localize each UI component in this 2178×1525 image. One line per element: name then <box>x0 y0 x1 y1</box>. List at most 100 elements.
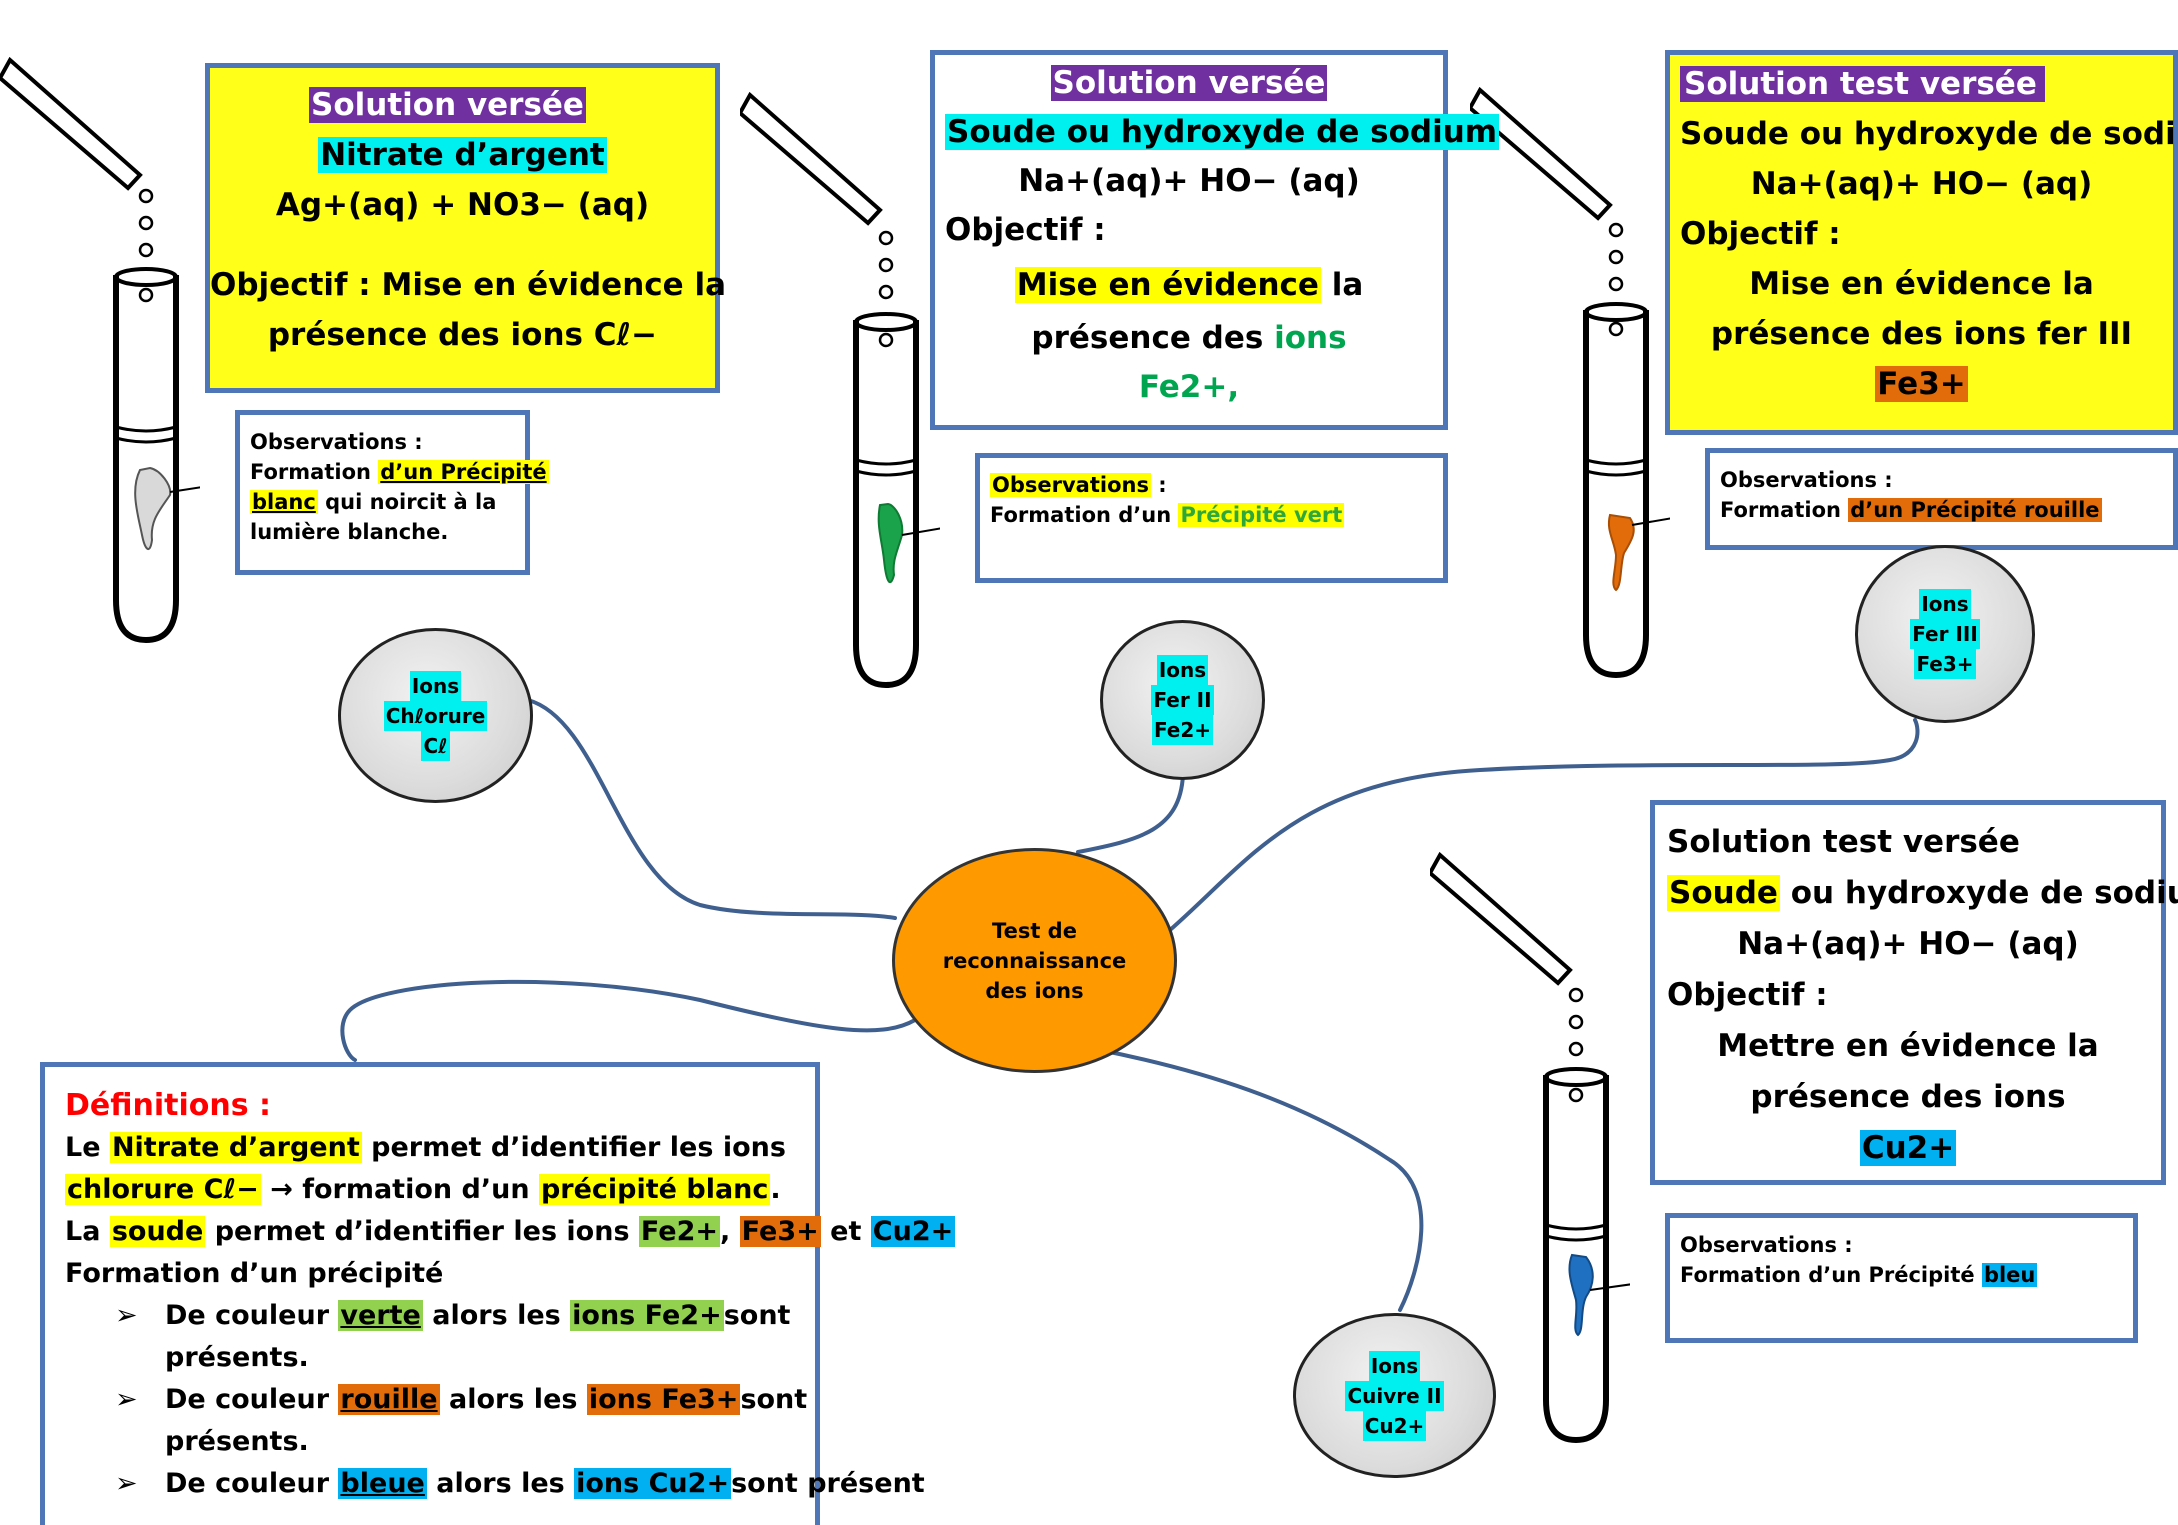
def-l3-fe2: Fe2+ <box>638 1216 720 1247</box>
box-soude-fer3: Solution test versée Soude ou hydroxyde … <box>1665 50 2178 435</box>
node-ions-cuivre: Ions Cuivre II Cu2+ <box>1293 1313 1496 1478</box>
def-l1-hl: Nitrate d’argent <box>109 1132 362 1163</box>
def-l3-pre: La <box>65 1216 101 1247</box>
observation-fer2: Observations : Formation d’un Précipité … <box>975 453 1448 583</box>
node-cuivre-line2: Cuivre II <box>1345 1380 1444 1411</box>
box4-objective-label: Objectif : <box>1667 977 1828 1013</box>
def-l2-hl2: précipité blanc <box>538 1174 771 1205</box>
obs2-label: Observations <box>990 473 1151 497</box>
box3-ion: Fe3+ <box>1875 366 1968 402</box>
node-cuivre-line1: Ions <box>1368 1350 1421 1381</box>
def-l2-mid: d’un <box>461 1174 530 1205</box>
test-tube-cuivre <box>1430 851 1630 1444</box>
obs4-line1-pre: Formation d’un Précipité <box>1680 1263 1975 1287</box>
box2-reagent: Soude ou hydroxyde de sodium <box>945 114 1500 150</box>
box4-reagent-post: ou hydroxyde de sodium <box>1790 875 2178 911</box>
center-line1: Test de <box>992 918 1077 943</box>
box-nitrate-argent: Solution versée Nitrate d’argent Ag+(aq)… <box>205 63 726 393</box>
def-l3-fe3: Fe3+ <box>739 1216 821 1247</box>
def-l3-mid: permet <box>214 1216 326 1247</box>
def-b3-ions: ions Cu2+ <box>574 1468 732 1499</box>
test-tube-chlorure <box>0 56 200 644</box>
def-b2-mid: alors les <box>449 1384 578 1415</box>
def-b2-hl: rouille <box>338 1384 440 1415</box>
observation-chlorure: Observations : Formation d’un Précipité … <box>235 410 549 575</box>
bullet-arrow-icon: ➢ <box>115 1468 138 1499</box>
box2-formula: Na+(aq)+ HO− (aq) <box>1018 163 1360 199</box>
box3-formula: Na+(aq)+ HO− (aq) <box>1750 166 2093 202</box>
obs1-line2-hl: blanc <box>250 490 318 514</box>
box3-objective-label: Objectif : <box>1680 216 1841 252</box>
obs4-line1-hl: bleu <box>1981 1263 2038 1287</box>
def-b2-cont: présents. <box>165 1426 309 1457</box>
obs1-line1-pre: Formation <box>250 460 371 484</box>
def-l3-hl: soude <box>109 1216 206 1247</box>
def-l4-post: d’un précipité <box>229 1258 444 1289</box>
box2-line-pre: présence des <box>1031 320 1264 356</box>
definitions-title: Définitions : <box>65 1088 272 1123</box>
def-bullet-verte: ➢ De couleur verte alors les ions Fe2+so… <box>115 1295 795 1337</box>
def-b1-pre: De couleur <box>165 1300 330 1331</box>
node-ions-fer3: Ions Fer III Fe3+ <box>1855 545 2035 723</box>
bullet-arrow-icon: ➢ <box>115 1300 138 1331</box>
box2-objective-hl: Mise en évidence <box>1014 267 1321 303</box>
box2-objective-post: la <box>1331 267 1364 303</box>
center-line2: reconnaissance <box>942 948 1127 973</box>
box1-objective-text: présence des ions Cℓ− <box>267 317 658 353</box>
obs3-line1-hl: d’un Précipité rouille <box>1848 498 2102 522</box>
box2-line-ions: ions <box>1274 320 1347 356</box>
box4-ion: Cu2+ <box>1859 1130 1957 1166</box>
node-chlorure-line3: Cℓ <box>421 730 450 761</box>
box2-objective-label: Objectif : <box>945 212 1106 248</box>
connector-chlorure <box>526 698 897 920</box>
box4-title: Solution test versée <box>1667 824 2020 860</box>
def-l2-dot: . <box>770 1174 781 1205</box>
node-fer2-line1: Ions <box>1156 655 1209 685</box>
node-chlorure-line1: Ions <box>409 670 462 701</box>
def-l1-post: les ions <box>669 1132 786 1163</box>
node-ions-chlorure: Ions Chℓorure Cℓ <box>338 628 533 803</box>
box3-title: Solution test versée <box>1680 66 2045 102</box>
def-l1-mid: permet <box>371 1132 482 1163</box>
obs1-line1-hl: d’un Précipité <box>378 460 549 484</box>
obs1-line3: lumière blanche. <box>250 520 449 544</box>
def-l1-bold: d’identifier <box>490 1132 661 1163</box>
test-tube-fer2 <box>740 91 940 689</box>
box4-formula: Na+(aq)+ HO− (aq) <box>1737 926 2079 962</box>
node-fer3-line1: Ions <box>1919 589 1971 619</box>
box1-title: Solution versée <box>309 87 586 123</box>
def-b1-post: sont <box>723 1300 791 1331</box>
box1-objective-label: Objectif : Mise en évidence la <box>210 267 726 303</box>
def-b1-hl: verte <box>338 1300 423 1331</box>
precipitate-orange <box>1607 513 1635 592</box>
box4-objective-line2: présence des ions <box>1750 1079 2066 1115</box>
def-l2-arrow: → <box>270 1174 293 1205</box>
observation-fer3: Observations : Formation d’un Précipité … <box>1705 448 2178 550</box>
connector-fer2 <box>1076 773 1185 854</box>
obs1-label: Observations : <box>250 430 423 454</box>
def-l3-comma: , <box>720 1216 731 1247</box>
definitions-box: Définitions : Le Nitrate d’argent permet… <box>40 1062 956 1525</box>
def-b2-post: sont <box>740 1384 808 1415</box>
box3-objective-line1: Mise en évidence la <box>1749 266 2094 302</box>
def-l3-et: et <box>830 1216 862 1247</box>
node-fer3-line2: Fer III <box>1910 619 1980 649</box>
center-line3: des ions <box>985 978 1084 1003</box>
connector-fer3 <box>1168 718 1920 932</box>
node-fer3-line3: Fe3+ <box>1914 649 1976 679</box>
connector-definitions <box>340 979 917 1062</box>
def-l3-cu: Cu2+ <box>870 1216 956 1247</box>
def-l3-bold: d’identifier <box>334 1216 504 1247</box>
node-center-test: Test de reconnaissance des ions <box>892 848 1177 1073</box>
box1-formula: Ag+(aq) + NO3− (aq) <box>275 187 650 223</box>
precipitate-green <box>877 502 904 584</box>
node-ions-fer2: Ions Fer II Fe2+ <box>1100 620 1265 780</box>
node-fer2-line2: Fer II <box>1151 685 1214 715</box>
connector-cuivre <box>1098 1048 1424 1312</box>
obs3-line1-pre: Formation <box>1720 498 1841 522</box>
def-b3-pre: De couleur <box>165 1468 330 1499</box>
def-b1-ions: ions Fe2+ <box>570 1300 724 1331</box>
def-bullet-bleue: ➢ De couleur bleue alors les ions Cu2+so… <box>115 1463 925 1505</box>
obs3-label: Observations : <box>1720 468 1893 492</box>
